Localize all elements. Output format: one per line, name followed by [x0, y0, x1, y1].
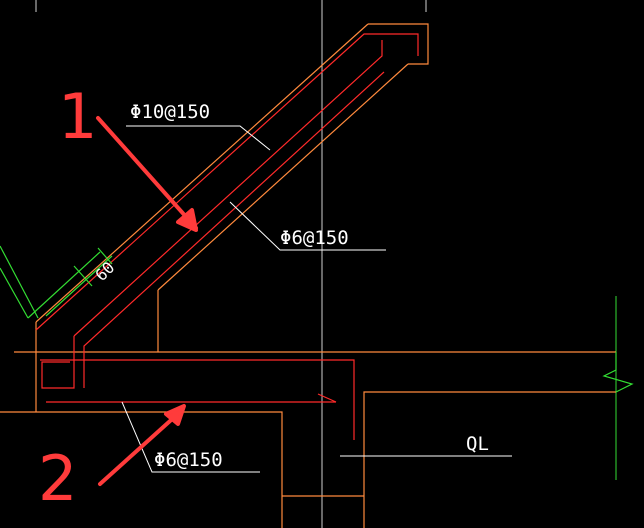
dimension-line-d [45, 255, 113, 317]
rebar-sloped-lower [83, 71, 385, 388]
markup-arrow-1-shaft [96, 116, 198, 230]
markup-number-2: 2 [38, 442, 77, 515]
slab-bottom-edge [0, 411, 283, 528]
label-beam: QL [466, 433, 489, 455]
break-symbol [602, 352, 634, 393]
stair-top-cap [368, 23, 429, 65]
label-rebar-bottom: Φ6@150 [154, 449, 223, 471]
leader-lines [121, 125, 512, 473]
label-rebar-top: Φ10@150 [130, 101, 210, 123]
rebar-sloped-inner [73, 40, 383, 337]
rebar-sloped-upper [35, 33, 419, 331]
leader-mid [229, 201, 386, 251]
markup-arrow-1-head [176, 208, 198, 232]
markup-number-1: 1 [58, 80, 97, 153]
label-rebar-mid: Φ6@150 [280, 227, 349, 249]
rebar-slab [40, 359, 355, 440]
dimension-text: 60 [91, 258, 118, 285]
markup-arrow-2-shaft [98, 410, 182, 486]
concrete-outline [0, 23, 616, 528]
leader-bottom [121, 401, 260, 473]
grid-lines [35, 0, 617, 528]
dimension-line-c [27, 251, 101, 319]
rebar-lines [35, 33, 419, 440]
dimension-line-b [0, 267, 29, 319]
beam-outline [363, 391, 616, 528]
stair-slope-top [35, 23, 369, 323]
rebar-hook-left [41, 336, 75, 389]
dimension-tick-a [73, 265, 93, 287]
dimension-group [0, 245, 113, 319]
stair-slope-bottom [157, 63, 409, 291]
rebar-slab-bottom-hook [317, 393, 337, 403]
markup-arrow-2-head [164, 404, 186, 426]
leader-top [126, 125, 271, 151]
dimension-tick-b [97, 247, 113, 265]
markup-arrows [96, 116, 198, 486]
dimension-line-a [0, 245, 39, 319]
